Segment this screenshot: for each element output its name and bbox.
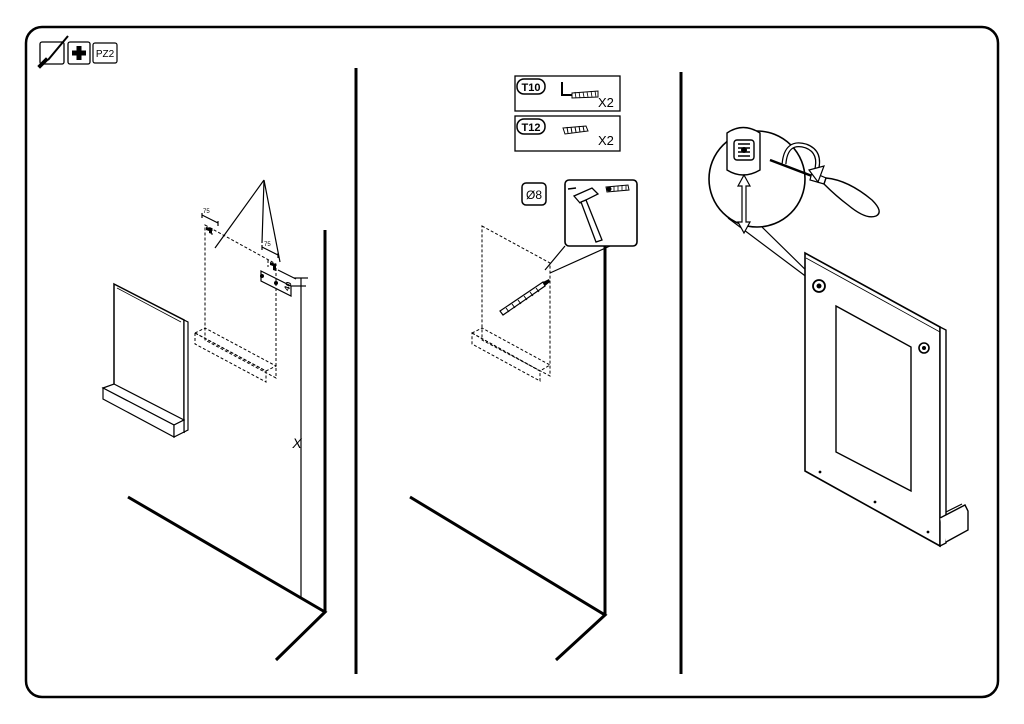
mirror-cabinet xyxy=(101,282,189,439)
part-t10-box: T10 X2 xyxy=(514,75,621,112)
drill-diameter: Ø8 xyxy=(526,188,542,202)
wall-corner-1 xyxy=(127,230,328,662)
wall-plug-icon xyxy=(562,125,589,135)
up-down-arrow-icon xyxy=(736,173,752,235)
cabinet-outline-dashed-2 xyxy=(470,225,552,382)
pz2-label: PZ2 xyxy=(96,49,115,60)
mirror-cabinet-mounted xyxy=(804,251,969,548)
right-offset-dim: 75 xyxy=(264,242,271,248)
left-offset-dim: 75 xyxy=(203,209,210,215)
plus-icon xyxy=(67,41,91,65)
rotate-arrow-icon xyxy=(781,142,825,184)
hammer-icon xyxy=(572,187,603,243)
hammer-callout xyxy=(544,179,638,274)
height-label: X xyxy=(291,435,302,451)
part-t12-code: T12 xyxy=(522,122,541,134)
screwdriver-icon xyxy=(37,35,69,69)
detail-magnifier xyxy=(708,126,880,284)
part-t12-box: T12 X2 xyxy=(514,115,621,152)
tool-icons: PZ2 xyxy=(37,35,118,69)
drill-bit xyxy=(499,279,550,316)
bracket-detail xyxy=(726,126,761,176)
hole-pointer-lines xyxy=(214,179,281,263)
wall-corner-2 xyxy=(409,244,608,662)
hole-spacing-dim: 40 xyxy=(282,280,294,292)
panel-1-wall-marking: X 75 75 40 xyxy=(101,179,328,662)
mirror-glass xyxy=(835,304,912,493)
pz2-bit-icon: PZ2 xyxy=(92,42,118,64)
drill-diameter-box xyxy=(521,182,547,206)
hook-screw-icon xyxy=(561,82,599,99)
part-t10-code: T10 xyxy=(522,82,541,94)
part-t12-quantity: X2 xyxy=(598,133,614,148)
part-t10-quantity: X2 xyxy=(598,95,614,110)
panel-3-mounting xyxy=(708,126,969,548)
left-bracket-mark xyxy=(206,227,212,234)
right-bracket-mark xyxy=(270,262,276,271)
panel-2-drilling: T10 X2 T12 X2 Ø8 xyxy=(409,75,638,662)
plug-icon-small xyxy=(605,184,630,193)
